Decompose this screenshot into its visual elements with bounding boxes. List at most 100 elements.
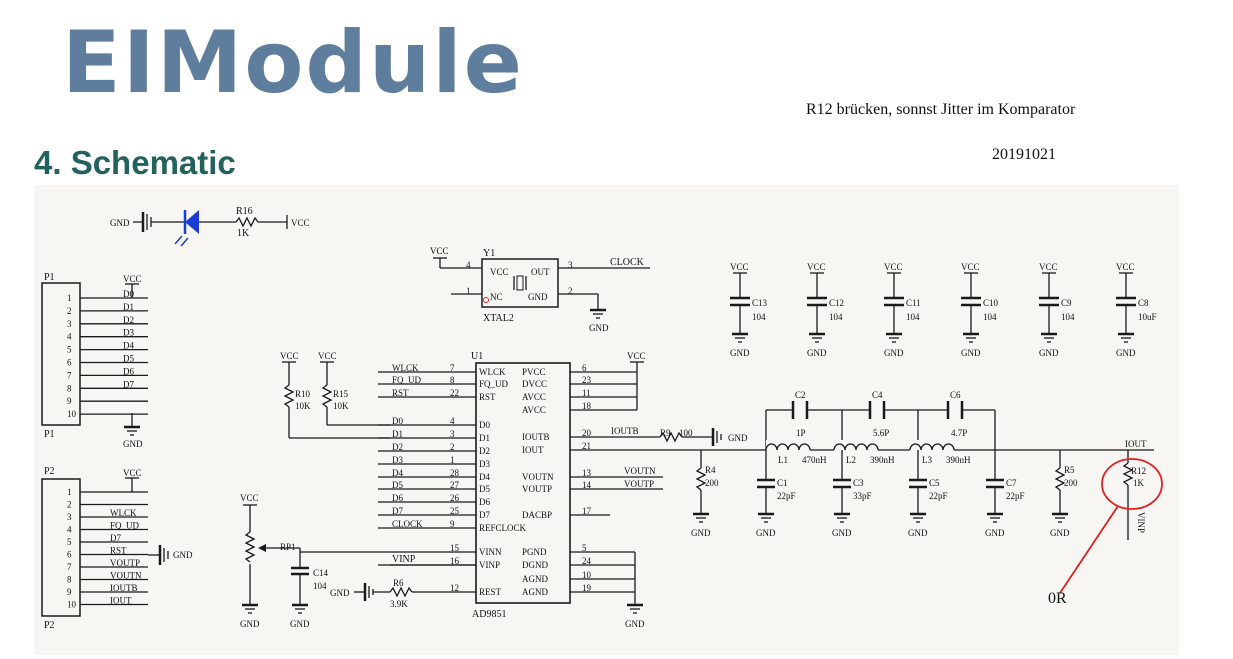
- y1-name: XTAL2: [483, 313, 514, 324]
- annotation-pointer: [1059, 505, 1119, 594]
- p1-gnd: GND: [123, 439, 143, 449]
- r9-value: 100: [679, 428, 693, 438]
- r6-ref: R6: [393, 578, 404, 588]
- u1-pin-num-16: 16: [450, 556, 460, 566]
- decap-value-C9: 104: [1061, 312, 1075, 322]
- u1-net-D5: D5: [392, 480, 403, 490]
- c14-value: 104: [313, 581, 327, 591]
- r9-resistor: [659, 431, 683, 443]
- p2-net-FQ_UD: FQ_UD: [110, 521, 140, 531]
- u1-pin-num-8: 8: [450, 375, 455, 385]
- p2-pin-5: 5: [67, 537, 72, 547]
- p2-net-D7: D7: [110, 533, 121, 543]
- filter-topcap-ref-C4: C4: [872, 390, 883, 400]
- decap-value-C12: 104: [829, 312, 843, 322]
- p1-pin-8: 8: [67, 383, 72, 393]
- u1-rpin-name-PVCC-0: PVCC: [522, 367, 546, 377]
- vinn-network: VCC RP1 GND C14 104 GND VINP GND R6: [240, 493, 476, 629]
- u1-pin-num-15: 15: [450, 543, 460, 553]
- annotation-circle: [1101, 458, 1163, 510]
- u1-pin-num-2: 2: [450, 442, 455, 452]
- filter-inductor-bg-L1: [766, 440, 810, 452]
- r15-vcc: VCC: [318, 351, 337, 361]
- decap-ref-C11: C11: [906, 298, 921, 308]
- r15-ref: R15: [333, 389, 349, 399]
- filter-shunt-gnd-C7-label: GND: [985, 528, 1005, 538]
- u1-pin-num-28: 28: [450, 468, 460, 478]
- u1-rpin-name-AGND-11: AGND: [522, 574, 548, 584]
- filter-shunt-ref-C1: C1: [777, 478, 788, 488]
- u1-part: AD9851: [472, 609, 506, 620]
- p2-gnd: GND: [173, 550, 193, 560]
- u1-pin-name-D3: D3: [479, 459, 490, 469]
- u1-pin-num-9: 9: [450, 519, 455, 529]
- r16-resistor: [235, 216, 259, 228]
- u1-right-wiring: VCC IOUTB R9 100 GND VOUTN VOUTP GND: [570, 351, 1154, 629]
- decap-value-C8: 10uF: [1138, 312, 1157, 322]
- p1-ref-top: P1: [44, 272, 55, 283]
- section-title: 4. Schematic: [34, 144, 236, 181]
- p1-ref-bottom: P1: [44, 429, 55, 440]
- filter-topcap-ref-C6: C6: [950, 390, 961, 400]
- u1-pin-name-VINP: VINP: [479, 560, 500, 570]
- u1-ref: U1: [471, 351, 483, 362]
- filter-shunt-ref-C3: C3: [853, 478, 864, 488]
- rp1-gnd: GND: [240, 619, 260, 629]
- p2-ref-top: P2: [44, 466, 55, 477]
- filter-inductor-ref-L2: L2: [846, 455, 856, 465]
- u1-rpin-num-17: 17: [582, 506, 592, 516]
- u1-pin-name-D7: D7: [479, 510, 490, 520]
- r10-value: 10K: [295, 401, 311, 411]
- decap-vcc-C11: VCC: [884, 262, 903, 272]
- decap-ref-C12: C12: [829, 298, 844, 308]
- clock-net-label: CLOCK: [610, 257, 645, 268]
- u1-pin-name-REFCLOCK: REFCLOCK: [479, 523, 527, 533]
- p2-pin-2: 2: [67, 500, 72, 510]
- p2-net-VOUTN: VOUTN: [110, 571, 142, 581]
- u1-pin-name-D0: D0: [479, 420, 490, 430]
- filter-shunt-gnd-C5-label: GND: [908, 528, 928, 538]
- filter-shunt-ref-C5: C5: [929, 478, 940, 488]
- p2-pin-8: 8: [67, 575, 72, 585]
- u1-net-D3: D3: [392, 455, 403, 465]
- filter-inductor-bg-L2: [834, 440, 878, 452]
- r12-resistor: [1122, 462, 1134, 486]
- filter-inductor-value-L1: 470nH: [802, 455, 827, 465]
- u1-pin-name-D2: D2: [479, 446, 490, 456]
- decap-gnd-C13-label: GND: [730, 348, 750, 358]
- r4-gnd-label: GND: [691, 528, 711, 538]
- y1-ref: Y1: [483, 248, 495, 259]
- decap-value-C13: 104: [752, 312, 766, 322]
- r16-ref: R16: [236, 206, 253, 217]
- filter-topcap-value-C4: 5.6P: [873, 428, 889, 438]
- u1-pin-num-3: 3: [450, 429, 455, 439]
- decap-gnd-C10-label: GND: [961, 348, 981, 358]
- p1-pin-7: 7: [67, 370, 72, 380]
- y1-pin1-num: 1: [466, 286, 471, 296]
- u1-rpin-name-VOUTN-6: VOUTN: [522, 472, 554, 482]
- u1-net-D1: D1: [392, 429, 403, 439]
- led-diode-icon: [185, 210, 199, 234]
- p1-net-D6: D6: [123, 366, 134, 376]
- u1-pin-name-REST: REST: [479, 587, 502, 597]
- decap-vcc-C9: VCC: [1039, 262, 1058, 272]
- u1-gnd: GND: [625, 619, 645, 629]
- u1-pin-num-12: 12: [450, 583, 459, 593]
- voutp-net-label: VOUTP: [624, 479, 654, 489]
- p2-pin-7: 7: [67, 562, 72, 572]
- u1-rpin-num-20: 20: [582, 428, 592, 438]
- r6-resistor: [389, 586, 413, 598]
- u1-pin-name-WLCK: WLCK: [479, 367, 506, 377]
- r16-value: 1K: [237, 228, 250, 239]
- r6-value: 3.9K: [390, 599, 408, 609]
- p1-net-D5: D5: [123, 354, 134, 364]
- decap-ref-C8: C8: [1138, 298, 1149, 308]
- filter-shunt-value-C7: 22pF: [1006, 491, 1025, 501]
- handwritten-note: R12 brücken, sonnst Jitter im Komparator: [806, 101, 1076, 118]
- decap-vcc-C13: VCC: [730, 262, 749, 272]
- p1-pin-1: 1: [67, 293, 72, 303]
- gnd-label: GND: [110, 218, 130, 228]
